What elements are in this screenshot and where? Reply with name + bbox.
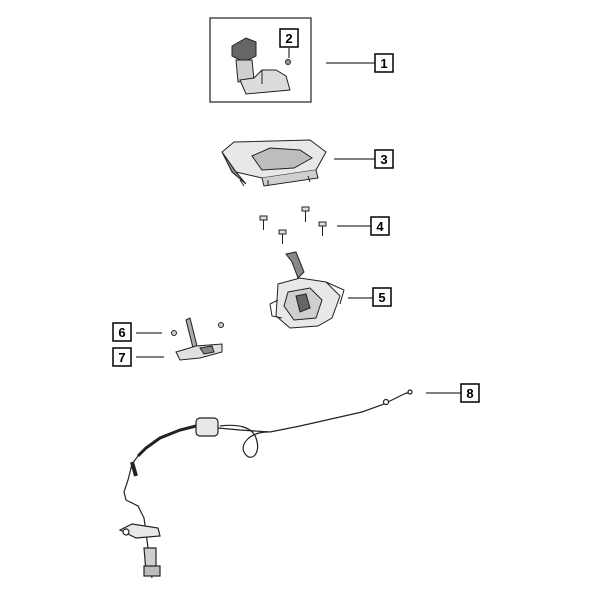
bracket-icon: [175, 317, 223, 361]
callout-4: 4: [370, 216, 390, 236]
bolt-icon: [259, 206, 327, 244]
bolt-c: [278, 229, 287, 244]
screw-icon: [285, 59, 291, 65]
callouts: 1 2 3 4 5 6 7 8: [112, 28, 480, 403]
shifter-bezel-icon: [221, 139, 327, 187]
bolt-a: [259, 215, 268, 230]
callout-3: 3: [374, 149, 394, 169]
nut-icon: [171, 322, 224, 336]
callout-6-label: 6: [118, 325, 125, 340]
callout-5: 5: [372, 287, 392, 307]
callout-2: 2: [279, 28, 299, 48]
callout-6: 6: [112, 322, 132, 342]
shift-cable-icon: [118, 389, 413, 579]
callout-7-label: 7: [118, 350, 125, 365]
callout-1: 1: [374, 53, 394, 73]
callout-2-label: 2: [285, 31, 292, 46]
shift-knob-group: [209, 17, 312, 103]
callout-8: 8: [460, 383, 480, 403]
shifter-assembly-icon: [269, 251, 345, 329]
shift-knob-frame: [209, 17, 312, 103]
callout-5-label: 5: [378, 290, 385, 305]
callout-7: 7: [112, 347, 132, 367]
bolt-d: [318, 221, 327, 236]
callout-3-label: 3: [380, 152, 387, 167]
callout-8-label: 8: [466, 386, 473, 401]
callout-4-label: 4: [376, 219, 384, 234]
bolt-b: [301, 206, 310, 222]
leader-lines: [136, 48, 461, 394]
callout-1-label: 1: [380, 56, 387, 71]
shift-knob-icon: [231, 37, 291, 95]
